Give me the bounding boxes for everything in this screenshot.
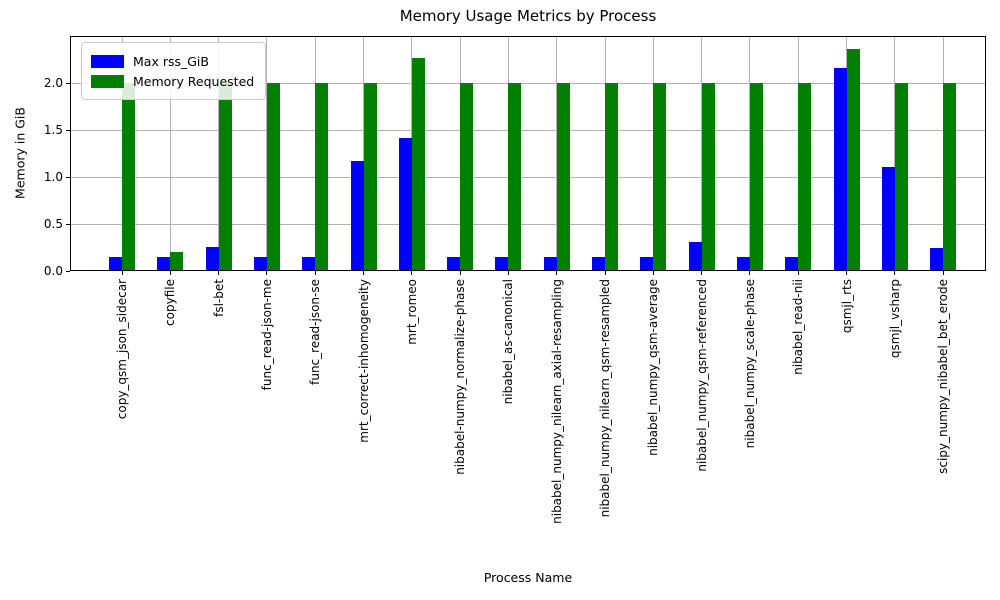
y-tick	[66, 82, 70, 84]
x-tick-label: scipy_numpy_nibabel_bet_erode	[936, 279, 951, 474]
x-tick-label: nibabel_numpy_nilearn_qsm-resampled	[598, 279, 612, 518]
y-tick-label: 1.5	[43, 123, 63, 137]
bar-max-rss	[543, 256, 557, 271]
bar-memory-requested	[943, 83, 957, 271]
y-gridline	[70, 82, 986, 84]
bar-max-rss	[495, 256, 509, 271]
y-tick-label: 1.0	[43, 170, 63, 184]
bar-memory-requested	[122, 83, 135, 271]
y-tick	[66, 176, 70, 178]
x-tick	[314, 271, 316, 275]
bar-max-rss	[109, 256, 122, 271]
bar-memory-requested	[218, 83, 232, 271]
x-tick	[363, 271, 364, 275]
x-tick	[218, 271, 220, 275]
x-tick-label: nibabel_numpy_qsm-referenced	[694, 279, 709, 472]
legend-swatch-max-rss	[91, 54, 124, 68]
x-tick-label: nibabel_numpy_scale-phase	[742, 279, 757, 449]
bar-max-rss	[640, 256, 654, 271]
y-tick	[66, 129, 70, 131]
legend-label-memory-requested: Memory Requested	[133, 73, 255, 89]
x-tick-label: qsmjl_rts	[839, 279, 854, 334]
x-tick	[459, 271, 461, 275]
bar-memory-requested	[556, 83, 570, 271]
bar-memory-requested	[798, 83, 812, 271]
y-axis-label: Memory in GiB	[12, 107, 28, 199]
bar-memory-requested	[170, 252, 184, 271]
x-tick-label: func_read-json-me	[259, 279, 274, 391]
y-tick-label: 0.5	[43, 217, 63, 231]
x-tick	[652, 271, 654, 275]
bar-memory-requested	[315, 83, 329, 271]
bar-memory-requested	[605, 83, 618, 271]
x-tick	[556, 271, 558, 275]
legend: Max rss_GiB Memory Requested	[81, 42, 267, 100]
x-tick-label: copyfile	[163, 279, 178, 326]
x-tick-label: nibabel_numpy_nilearn_axial-resampling	[549, 279, 564, 524]
x-tick	[169, 271, 171, 275]
x-axis-label: Process Name	[483, 570, 573, 585]
chart-title: Memory Usage Metrics by Process	[399, 7, 657, 25]
y-tick	[66, 223, 70, 225]
bar-memory-requested	[701, 83, 715, 271]
legend-item-max-rss: Max rss_GiB	[91, 52, 254, 70]
x-tick-label: mrt_correct-inhomogeneity	[356, 279, 371, 443]
bar-max-rss	[205, 246, 219, 271]
x-tick-label: nibabel_read-nii	[791, 279, 806, 375]
bar-memory-requested	[460, 83, 474, 271]
bar-max-rss	[447, 256, 461, 271]
x-tick-label: copy_qsm_json_sidecar	[115, 279, 129, 420]
bar-max-rss	[592, 256, 605, 271]
x-tick	[942, 271, 944, 275]
legend-label-max-rss: Max rss_GiB	[133, 53, 209, 69]
x-tick	[701, 271, 703, 275]
bar-memory-requested	[894, 83, 908, 271]
x-tick	[846, 271, 847, 275]
bar-memory-requested	[653, 83, 667, 271]
legend-item-memory-requested: Memory Requested	[91, 72, 254, 90]
y-gridline	[70, 129, 986, 131]
y-gridline	[70, 223, 986, 225]
x-tick	[121, 271, 123, 275]
bar-max-rss	[398, 137, 412, 271]
x-tick	[411, 271, 413, 275]
x-tick-label: nibabel-numpy_normalize-phase	[453, 279, 468, 475]
bar-memory-requested	[508, 83, 522, 271]
bar-memory-requested	[749, 83, 763, 271]
x-tick-label: fsl-bet	[211, 279, 226, 317]
x-tick	[797, 271, 799, 275]
x-tick	[894, 271, 896, 275]
x-tick-label: nibabel_numpy_qsm-average	[646, 279, 661, 456]
bar-max-rss	[736, 256, 750, 271]
y-tick	[66, 270, 70, 272]
bar-memory-requested	[363, 83, 377, 271]
x-tick	[266, 271, 268, 275]
y-tick-label: 2.0	[43, 76, 63, 90]
bar-max-rss	[253, 256, 267, 271]
x-tick	[507, 271, 509, 275]
bar-max-rss	[157, 256, 171, 271]
bar-max-rss	[881, 166, 895, 271]
x-tick	[604, 271, 606, 275]
y-gridline	[70, 176, 986, 178]
bar-memory-requested	[846, 49, 860, 271]
legend-swatch-memory-requested	[91, 74, 124, 88]
x-gridline	[169, 36, 171, 271]
y-tick-label: 0.0	[43, 264, 63, 278]
bar-max-rss	[350, 161, 364, 271]
x-tick-label: nibabel_as-canonical	[501, 279, 516, 405]
x-tick-label: qsmjl_vsharp	[887, 279, 902, 359]
x-tick-label: mrt_romeo	[404, 279, 419, 345]
bar-max-rss	[688, 241, 702, 271]
bar-max-rss	[833, 67, 847, 271]
bar-max-rss	[302, 256, 316, 271]
x-tick-label: func_read-json-se	[308, 279, 323, 385]
bar-max-rss	[930, 247, 944, 271]
bar-max-rss	[785, 256, 799, 271]
bar-memory-requested	[266, 83, 280, 271]
bar-memory-requested	[411, 57, 425, 271]
x-tick	[749, 271, 751, 275]
